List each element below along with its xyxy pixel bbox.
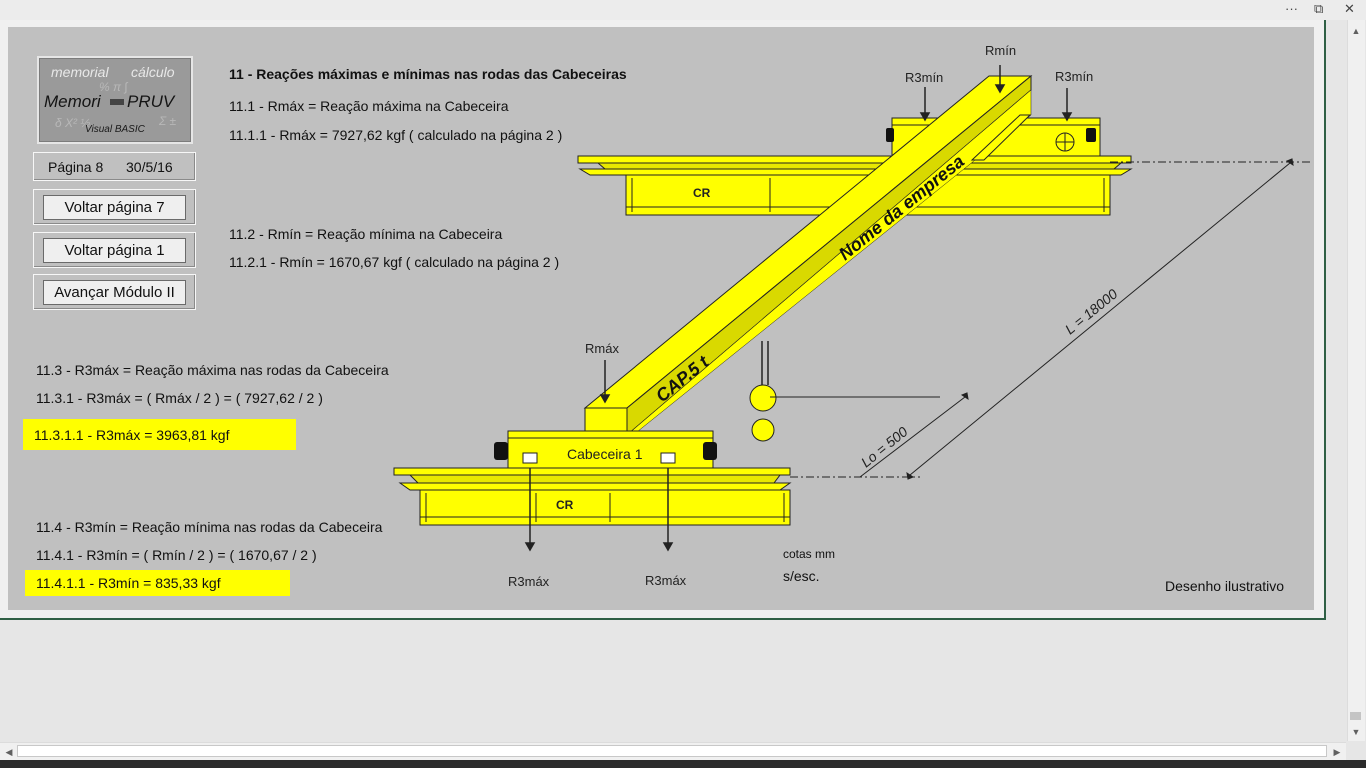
label-cr-far: CR — [693, 186, 711, 200]
section-title: 11 - Reações máximas e mínimas nas rodas… — [229, 66, 627, 82]
vertical-scrollbar[interactable] — [1347, 20, 1365, 741]
units-note: cotas mm — [783, 547, 836, 561]
label-r3max-left: R3máx — [508, 574, 550, 589]
result-r3max: 11.3.1.1 - R3máx = 3963,81 kgf — [34, 427, 230, 443]
label-span: L = 18000 — [1062, 285, 1121, 337]
label-offset: Lo = 500 — [858, 423, 911, 470]
load-arrows — [524, 65, 1073, 552]
near-rail — [393, 467, 792, 526]
scroll-up-icon[interactable]: ▲ — [1351, 26, 1361, 36]
dimension-lines — [770, 158, 1310, 480]
advance-module-2-button[interactable]: Avançar Módulo II — [43, 280, 186, 305]
illustrative-note: Desenho ilustrativo — [1165, 578, 1285, 594]
label-cr-near: CR — [556, 498, 574, 512]
horizontal-scroll-thumb[interactable] — [17, 745, 1327, 757]
close-icon[interactable]: ✕ — [1344, 1, 1355, 16]
more-options-icon[interactable]: ··· — [1285, 1, 1298, 16]
back-page-7-button[interactable]: Voltar página 7 — [43, 195, 186, 220]
scroll-down-icon[interactable]: ▼ — [1351, 727, 1361, 737]
line-11-2: 11.2 - Rmín = Reação mínima na Cabeceira — [229, 226, 503, 242]
label-r3min-right: R3mín — [1055, 69, 1093, 84]
nav-frame-2: Voltar página 1 — [33, 232, 196, 268]
line-11-3-1: 11.3.1 - R3máx = ( Rmáx / 2 ) = ( 7927,6… — [36, 390, 323, 406]
nav-frame-1: Voltar página 7 — [33, 189, 196, 225]
near-end-carriage — [494, 430, 717, 469]
page-number: Página 8 — [48, 159, 104, 175]
vertical-scroll-thumb[interactable] — [1350, 712, 1361, 720]
label-rmin: Rmín — [985, 43, 1016, 58]
result-r3min: 11.4.1.1 - R3mín = 835,33 kgf — [36, 575, 221, 591]
label-rmax: Rmáx — [585, 341, 619, 356]
line-11-3: 11.3 - R3máx = Reação máxima nas rodas d… — [36, 362, 389, 378]
window-title-bar — [0, 0, 1366, 20]
scale-note: s/esc. — [783, 568, 820, 584]
page-info: Página 8 30/5/16 — [33, 152, 196, 181]
result-r3min-highlight: 11.4.1.1 - R3mín = 835,33 kgf — [25, 570, 290, 596]
line-11-2-1: 11.2.1 - Rmín = 1670,67 kgf ( calculado … — [229, 254, 560, 270]
crane-diagram: R3mín Rmín R3mín Rmáx CR CR Cabeceira 1 … — [393, 43, 1310, 589]
label-r3max-right: R3máx — [645, 573, 687, 588]
page-date: 30/5/16 — [126, 159, 173, 175]
main-girder — [583, 74, 1033, 441]
result-r3max-highlight: 11.3.1.1 - R3máx = 3963,81 kgf — [23, 419, 296, 450]
label-cabeceira: Cabeceira 1 — [567, 446, 643, 462]
hook-icon — [749, 341, 777, 442]
restore-icon[interactable]: ⧉ — [1314, 1, 1324, 16]
line-11-1: 11.1 - Rmáx = Reação máxima na Cabeceira — [229, 98, 509, 114]
scroll-right-icon[interactable]: ▶ — [1333, 747, 1341, 757]
scroll-left-icon[interactable]: ◀ — [5, 747, 13, 757]
line-11-4-1: 11.4.1 - R3mín = ( Rmín / 2 ) = ( 1670,6… — [36, 547, 317, 563]
nav-frame-3: Avançar Módulo II — [33, 274, 196, 310]
line-11-1-1: 11.1.1 - Rmáx = 7927,62 kgf ( calculado … — [229, 127, 563, 143]
line-11-4: 11.4 - R3mín = Reação mínima nas rodas d… — [36, 519, 383, 535]
taskbar-edge — [0, 760, 1366, 768]
back-page-1-button[interactable]: Voltar página 1 — [43, 238, 186, 263]
memori-pruv-logo: % π ∫ δ X² ½ Σ ± memorial cálculo Memori… — [37, 56, 193, 144]
label-r3min-left: R3mín — [905, 70, 943, 85]
